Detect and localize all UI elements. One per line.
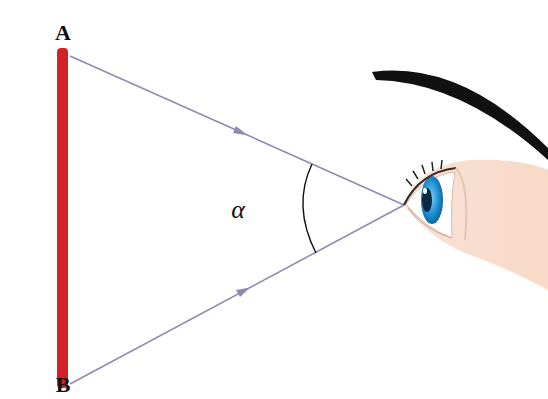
eyelid-crease (456, 168, 466, 240)
angle-label: α (231, 197, 245, 223)
point-label: B (56, 374, 71, 396)
eye-highlight (423, 188, 427, 194)
ray-arrowhead (236, 288, 250, 298)
skin (404, 160, 548, 290)
light-ray (70, 56, 404, 205)
eye-white (406, 172, 455, 238)
point-label: A (55, 22, 71, 44)
light-ray (70, 205, 404, 384)
object-bar (57, 48, 68, 388)
eyebrow (372, 71, 548, 160)
iris (421, 176, 443, 224)
angle-arc (303, 164, 316, 253)
pupil (422, 188, 432, 212)
lower-lid (408, 208, 452, 238)
eyelashes (406, 160, 442, 186)
eyelid (404, 168, 456, 205)
ray-arrowhead (233, 126, 248, 136)
